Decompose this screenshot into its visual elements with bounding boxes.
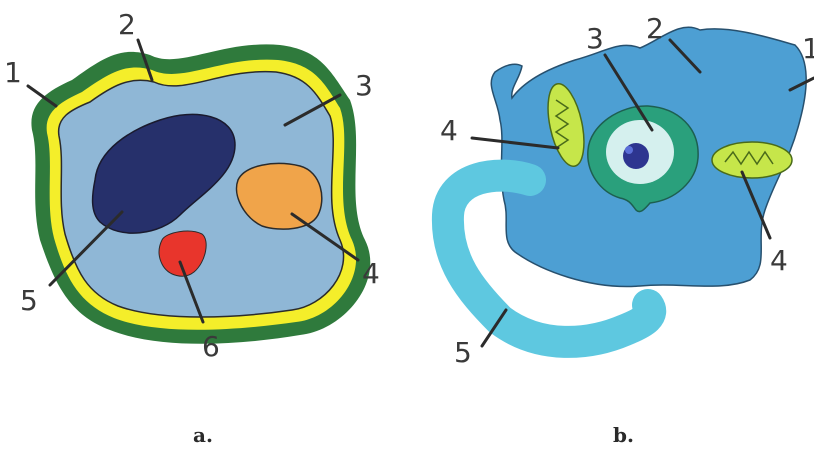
- label-b-3: 3: [586, 22, 604, 55]
- caption-b: b.: [613, 423, 634, 447]
- caption-a: a.: [193, 423, 213, 447]
- label-a-5: 5: [20, 284, 38, 317]
- label-a-4: 4: [362, 257, 380, 290]
- label-a-1: 1: [4, 56, 22, 89]
- label-b-1: 1: [802, 32, 814, 65]
- nucleolus-dot-b: [625, 146, 633, 154]
- figure-a: 1 2 3 4 5 6 a.: [4, 8, 380, 447]
- mitochondrion-right-b: [712, 142, 792, 178]
- figure-b: 1 2 3 4 4 5 b.: [440, 12, 814, 447]
- label-a-3: 3: [355, 69, 373, 102]
- label-b-5: 5: [454, 336, 472, 369]
- label-b-4-left: 4: [440, 114, 458, 147]
- label-a-6: 6: [202, 330, 220, 363]
- label-b-4-right: 4: [770, 244, 788, 277]
- label-a-2: 2: [118, 8, 136, 41]
- label-b-2: 2: [646, 12, 664, 45]
